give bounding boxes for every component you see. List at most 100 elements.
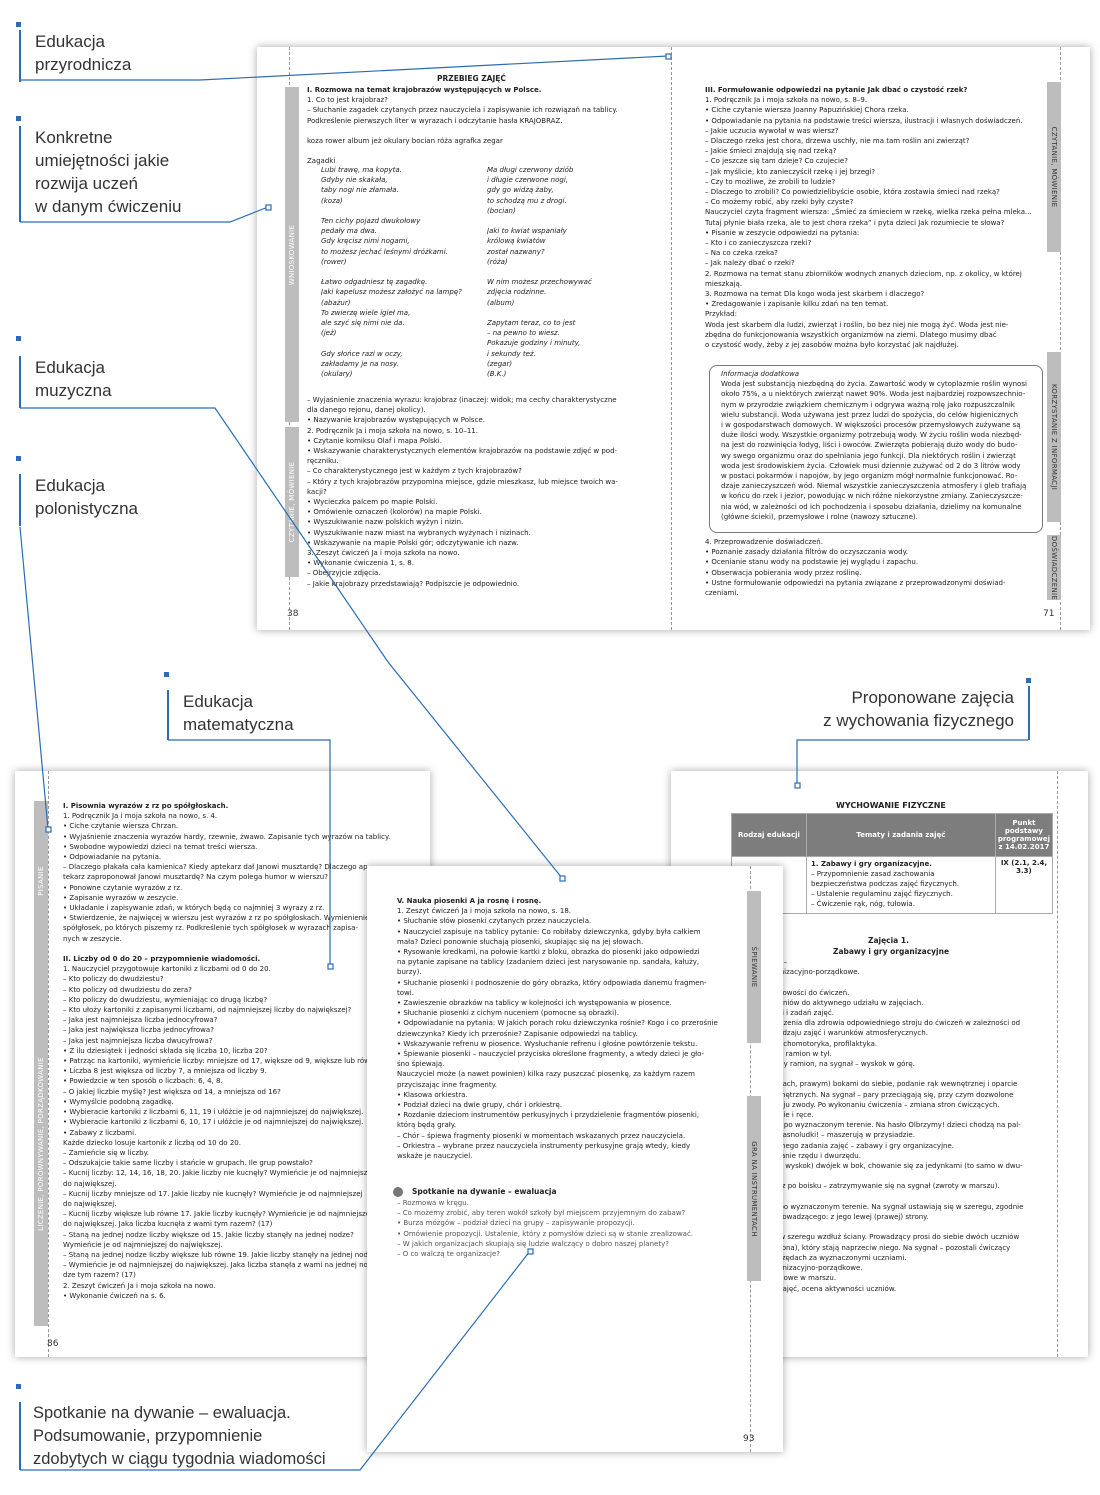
text-line: Zapytam teraz, co to jest <box>487 319 576 328</box>
text-line: I. Rozmowa na temat krajobrazów występuj… <box>307 86 542 94</box>
text-line: tekarz zaproponował Janowi musztardę? Na… <box>63 873 328 882</box>
lesson-subtitle: Zabawy i gry organizacyjne <box>833 947 950 956</box>
text-line: • Powiedzcie w ten sposób o liczbach: 6,… <box>63 1077 223 1086</box>
meeting-lines: – Rozmowa w kręgu. – Co możemy zrobić, ab… <box>397 1198 693 1259</box>
text-line: • Ciche czytanie wiersza Chrzan. <box>63 822 179 831</box>
text-line: Jaki kapelusz możesz założyć na lampę? <box>321 288 462 297</box>
meeting-title: Spotkanie na dywanie – ewaluacja <box>412 1187 557 1196</box>
text-line: Jaki to kwiat wspaniały <box>487 227 567 236</box>
text-line: • Odpowiadanie na pytania: W jakich pora… <box>397 1019 718 1028</box>
text-line: o czystość wody, żeby z jej zasobów możn… <box>705 341 959 350</box>
text-line: 1. Zeszyt ćwiczeń Ja i moja szkoła na no… <box>397 907 572 916</box>
text-line: • Obserwacja pobierania wody przez rośli… <box>705 568 862 577</box>
text-line: • Stwierdzenie, że najwięcej w wierszu j… <box>63 914 370 923</box>
text-line: – Jaka jest największa liczba jednocyfro… <box>63 1026 214 1035</box>
text-line: nia wód, w zależności od ich pochodzenia… <box>721 502 1022 511</box>
text-line: • Śpiewanie piosenki – nauczyciel przyci… <box>397 1050 705 1059</box>
text-line: w końcu do rzek i jezior, powodując w ni… <box>721 492 1023 501</box>
text-line: – Staną na jednej nodze liczby większe l… <box>63 1250 380 1259</box>
text-line: – Rozmowa w kręgu. <box>397 1199 469 1207</box>
pe-lesson-text: dy: –ganizacyjno-porządkowe. gotowości d… <box>771 957 1023 1294</box>
text-line: przyciszając inne fragmenty. <box>397 1080 497 1089</box>
text-line: w zajęć, ocena aktywności uczniów. <box>771 1284 897 1293</box>
text-line: • Ponowne czytanie wyrazów z rz. <box>63 883 183 892</box>
text-line: spółgłosek, po których piszemy rz. Podkr… <box>63 924 358 933</box>
text-line: echowe w marszu. <box>771 1274 837 1283</box>
text-line: • Wyszukiwanie nazw polskich wyżyn i niz… <box>307 518 464 527</box>
text-line: • Wykonanie ćwiczeń na s. 6. <box>63 1291 166 1300</box>
text-line: mała? Dzieci ponownie słuchają piosenki,… <box>397 937 644 946</box>
text-line: – Jaka jest najmniejsza liczba jednocyfr… <box>63 1016 218 1025</box>
text-line: 1. Nauczyciel przygotowuje kartoniki z l… <box>63 965 271 974</box>
text-line: • Wykonanie ćwiczenia 1, s. 8. <box>307 559 414 568</box>
text-line: – Na co czeka rzeka? <box>705 249 778 258</box>
text-line: – Jakie uczucia wywołał w was wiersz? <box>705 126 839 135</box>
text-line: – Co możemy zrobić, aby teren wokół szko… <box>397 1209 686 1218</box>
text-line: dla danego rejonu, danej okolicy). <box>307 406 426 415</box>
text-line: – Kucnij liczby: 12, 14, 16, 18, 20. Jak… <box>63 1169 374 1178</box>
text-line: gotowości do ćwiczeń. <box>771 988 850 997</box>
text-line: wielu substancji. Woda używana jest prze… <box>721 410 1018 419</box>
connector-umiejetnosci <box>20 206 269 223</box>
text-line: i sekundy też. <box>487 349 536 358</box>
text-line: rganizacyjno-porządkowe. <box>771 1264 863 1273</box>
text-line: 2. Rozmowa na temat stanu zbiorników wod… <box>705 269 1022 278</box>
text-line: psychomotoryka, profilaktyka. <box>771 1039 878 1048</box>
text-line: 1. Zabawy i gry organizacyjne. <box>811 860 932 868</box>
text-line: nych w zeszycie. <box>63 934 122 943</box>
connector-fizyczne <box>796 739 1028 785</box>
text-line: • Słuchanie piosenki z cichym nuceniem (… <box>397 1009 619 1018</box>
page-margin-left <box>48 771 49 1357</box>
text-line: 4. Przeprowadzenie doświadczeń. <box>705 538 823 546</box>
text-line: • Wybieracie kartoniki z liczbami 6, 10,… <box>63 1118 364 1127</box>
text-line: zenie i ręce. <box>771 1111 814 1120</box>
text-line: parach, prawym) bokami do siebie, podani… <box>771 1080 1018 1089</box>
text-line: (abażur) <box>321 298 351 307</box>
text-line: około 75%, a u niektórych zwierząt nawet… <box>721 390 1026 399</box>
text-line: – Kto ułoży kartoniki z zapisanymi liczb… <box>63 1006 352 1015</box>
text-line: i Krasnoludki! – maszerują w przysiadzie… <box>771 1131 915 1140</box>
text-line: – Ustalenie regulaminu zajęć fizycznych. <box>811 890 953 898</box>
text-line: • Rozdanie dzieciom instrumentów perkusy… <box>397 1111 700 1120</box>
connector-przyrodnicza <box>20 55 669 81</box>
text-line: Ma długi czerwony dziób <box>487 166 574 174</box>
text-line: w rzędach za wyznaczonymi uczniami. <box>771 1253 907 1262</box>
pe-table-topic: 1. Zabawy i gry organizacyjne.– Przypomn… <box>806 856 996 914</box>
text-line: Podkreślenie pierwszych liter w wyrazach… <box>307 116 563 125</box>
text-line: dze tym razem? (17) <box>63 1271 136 1280</box>
text-line: Pokazuje godziny i minuty, <box>487 339 581 348</box>
page86-lesson-text: I. Pisownia wyrazów z rz po spółgłoskach… <box>63 801 392 1301</box>
text-line: kacji? <box>307 487 327 496</box>
spread-page-38-71: PRZEBIEG ZAJĘĆ WNIOSKOWANIE CZYTANIE, MÓ… <box>257 47 1090 630</box>
text-line: 1. Podręcznik Ja i moja szkoła na nowo, … <box>63 812 218 821</box>
text-line: koza rower album jeż okulary bocian róża… <box>307 137 503 146</box>
text-line: na jest do rozwinięcia łodyg, liści i ow… <box>721 441 1018 450</box>
side-tab-czytanie-mowienie-71: CZYTANIE, MÓWIENIE <box>1047 82 1061 252</box>
connector-dywan <box>20 1250 531 1471</box>
text-line: – Jak należy dbać o rzeki? <box>705 259 795 268</box>
connector-matematyczna <box>168 739 331 966</box>
text-line: – Orkiestra – wybrane przez nauczyciela … <box>397 1141 691 1150</box>
text-line: – Jakie śmieci znajdują się nad rzeką? <box>705 147 837 156</box>
text-line: • Klasowa orkiestra. <box>397 1090 468 1099</box>
pe-table-points: IX (2.1, 2.4, 3.3) <box>994 856 1054 914</box>
text-line: V. Nauka piosenki A ja rosnę i rosnę. <box>397 897 542 905</box>
text-line: – O jakiej liczbie myślę? Jest większa o… <box>63 1087 281 1096</box>
text-line: • Pisanie w zeszycie odpowiedzi na pytan… <box>705 228 860 237</box>
side-tab-czytanie-mowienie: CZYTANIE, MÓWIENIE <box>285 427 299 577</box>
text-line: I. Pisownia wyrazów z rz po spółgłoskach… <box>63 802 229 810</box>
text-line: • Układanie i zapisywanie zdań, w któryc… <box>63 904 325 913</box>
text-line: – Słuchanie zagadek czytanych przez nauc… <box>307 106 618 115</box>
text-line: – Kucnij liczby większe lub równe 17. Ja… <box>63 1210 372 1219</box>
text-line: do największej. Jaka liczba kucnęła z wa… <box>63 1220 273 1229</box>
text-line: zakładamy je na nosy. <box>321 359 399 368</box>
text-line: (album) <box>487 298 515 307</box>
connector-polonistyczna <box>19 526 49 830</box>
text-line: ją po wyznaczonym terenie. Na sygnał ust… <box>771 1202 1024 1211</box>
text-line: taby nogi nie złamała. <box>321 186 399 195</box>
text-line: (B.K.) <box>487 370 507 379</box>
text-line: (rower) <box>321 257 347 266</box>
